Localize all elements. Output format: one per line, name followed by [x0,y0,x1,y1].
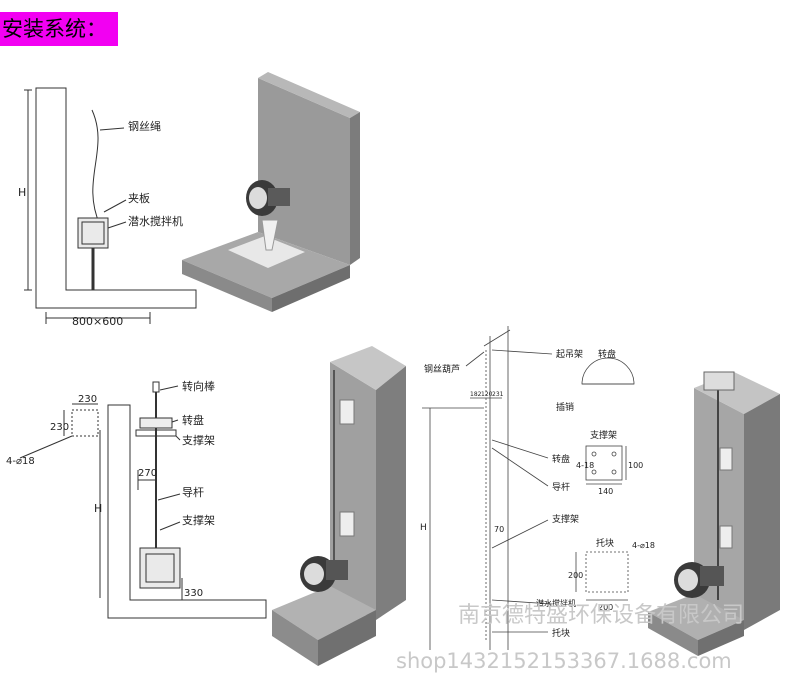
label-dim-140: 140 [598,487,613,496]
label-height: H [18,186,26,199]
label-support-frame-3: 支撑架 [552,513,579,525]
label-mixer: 潜水搅拌机 [128,214,183,228]
wall-face-2 [330,362,376,620]
label-support-frame-title: 支撑架 [590,429,617,441]
label-support-block-title: 托块 [596,537,614,549]
render-wall-mixer-2 [272,346,406,666]
label-support-frame: 支撑架 [182,433,215,447]
label-hole-spec-3: 4-⌀18 [632,541,655,550]
wall-front [258,78,350,265]
label-dim-330: 330 [184,588,203,599]
label-dim-100: 100 [628,461,643,470]
turntable-detail [581,357,635,385]
label-turntable-title: 转盘 [598,348,616,360]
hole-leader [19,435,73,459]
label-guide-rod-3: 导杆 [552,481,570,493]
mixer-body [77,217,109,249]
page-title: 安装系统： [0,12,118,46]
label-mixer-3: 潜水搅拌机 [536,598,576,608]
label-lifting-frame: 起吊架 [556,349,583,360]
wall-outline [35,87,197,309]
label-dim-270: 270 [138,468,157,479]
wire-rope [91,109,101,226]
label-dim-70: 70 [494,525,504,534]
label-height-3: H [420,523,427,533]
label-latch-pin: 插销 [556,401,574,413]
label-dim-4-18: 4-18 [576,461,594,470]
label-base-size: 800×600 [72,315,123,328]
label-dim-230-top: 230 [78,394,97,405]
floor-2 [272,586,376,640]
label-dim-200-bottom: 200 [598,603,613,612]
turntable-2 [139,417,173,429]
watermark-shop: shop1432152153367.1688.com [396,649,732,673]
mount-box [71,409,99,437]
base-plate [228,236,305,268]
label-support-block: 托块 [552,627,570,639]
diagram-wire-rope-install [24,87,197,324]
label-wire-hoist: 钢丝葫芦 [424,363,460,375]
label-steering-rod: 转向棒 [182,379,215,393]
label-dim-top-2: 231 [492,391,504,398]
label-support-frame-2: 支撑架 [182,513,215,527]
diagram-detail-install [422,326,635,650]
watermark-company: 南京德特盛环保设备有限公司 [458,603,744,628]
label-guide-rod: 导杆 [182,485,204,499]
lifting-frame-3d [703,371,735,391]
label-dim-top-1: 120 [481,391,493,398]
mixer-body-2 [139,547,181,589]
label-height-2: H [94,502,102,515]
label-hole-spec: 4-⌀18 [6,456,35,467]
diagram-guide-rod-install [19,381,267,619]
label-dim-200-side: 200 [568,571,583,580]
label-turntable: 转盘 [182,413,204,427]
label-wire-rope: 钢丝绳 [128,119,161,133]
render-wall-mixer-3 [648,371,780,656]
wall-outline-2 [107,404,267,619]
support-frame-detail [585,445,623,481]
mixer-inner [81,221,105,245]
label-dim-230-side: 230 [50,422,69,433]
label-clamp-plate: 夹板 [128,191,150,205]
label-turntable-3: 转盘 [552,453,570,465]
support-block-detail [585,551,629,593]
label-dim-top-0: 182 [470,391,482,398]
render-wall-mixer-1 [182,72,360,312]
